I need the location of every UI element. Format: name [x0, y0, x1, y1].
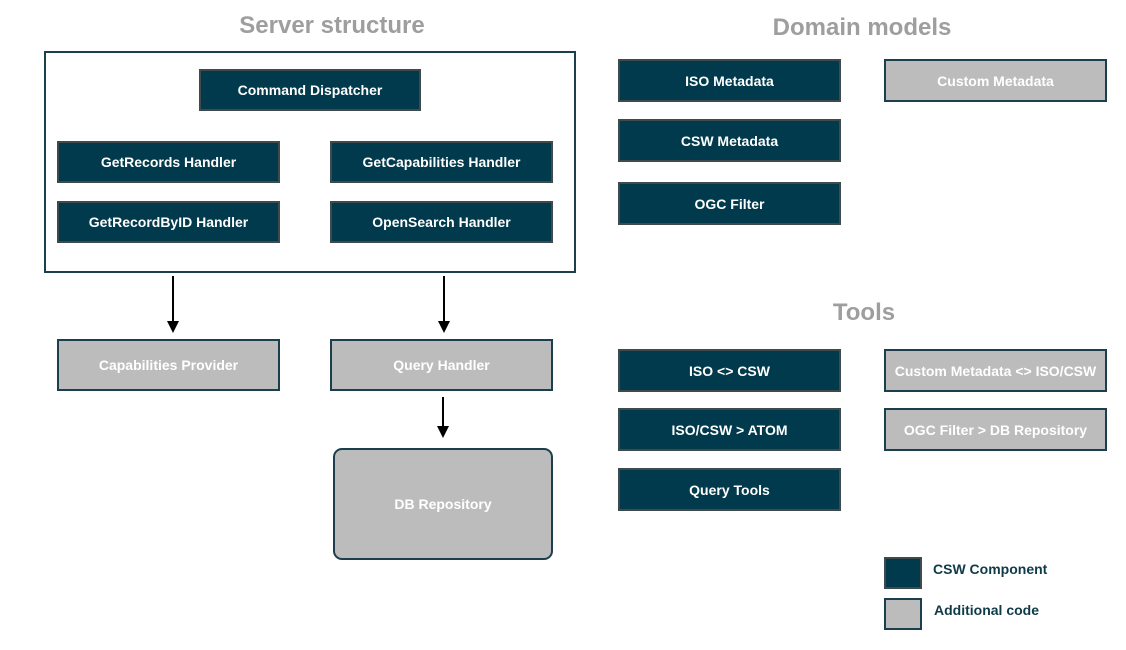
- custom-metadata-iso-csw-tool-box: Custom Metadata <> ISO/CSW: [884, 349, 1107, 392]
- arrow-to-query-handler: [438, 276, 450, 333]
- iso-metadata-box: ISO Metadata: [618, 59, 841, 102]
- iso-csw-tool-box: ISO <> CSW: [618, 349, 841, 392]
- query-tools-box: Query Tools: [618, 468, 841, 511]
- arrow-to-db-repository: [437, 397, 449, 438]
- server-structure-frame: [44, 51, 576, 273]
- csw-metadata-box: CSW Metadata: [618, 119, 841, 162]
- getcapabilities-handler-box: GetCapabilities Handler: [330, 141, 553, 183]
- legend-additional-code-swatch: [884, 598, 922, 630]
- opensearch-handler-box: OpenSearch Handler: [330, 201, 553, 243]
- legend-additional-code-label: Additional code: [934, 602, 1039, 618]
- command-dispatcher-box: Command Dispatcher: [199, 69, 421, 111]
- server-structure-heading: Server structure: [239, 12, 425, 39]
- db-repository-box: DB Repository: [333, 448, 553, 560]
- legend-csw-component-label: CSW Component: [933, 561, 1048, 577]
- getrecords-handler-box: GetRecords Handler: [57, 141, 280, 183]
- ogc-filter-db-repository-tool-box: OGC Filter > DB Repository: [884, 408, 1107, 451]
- tools-heading: Tools: [832, 299, 896, 326]
- domain-models-heading: Domain models: [772, 14, 952, 41]
- capabilities-provider-box: Capabilities Provider: [57, 339, 280, 391]
- arrow-to-capabilities-provider: [167, 276, 179, 333]
- ogc-filter-box: OGC Filter: [618, 182, 841, 225]
- legend-csw-component-swatch: [884, 557, 922, 589]
- iso-csw-atom-tool-box: ISO/CSW > ATOM: [618, 408, 841, 451]
- custom-metadata-box: Custom Metadata: [884, 59, 1107, 102]
- query-handler-box: Query Handler: [330, 339, 553, 391]
- getrecordbyid-handler-box: GetRecordByID Handler: [57, 201, 280, 243]
